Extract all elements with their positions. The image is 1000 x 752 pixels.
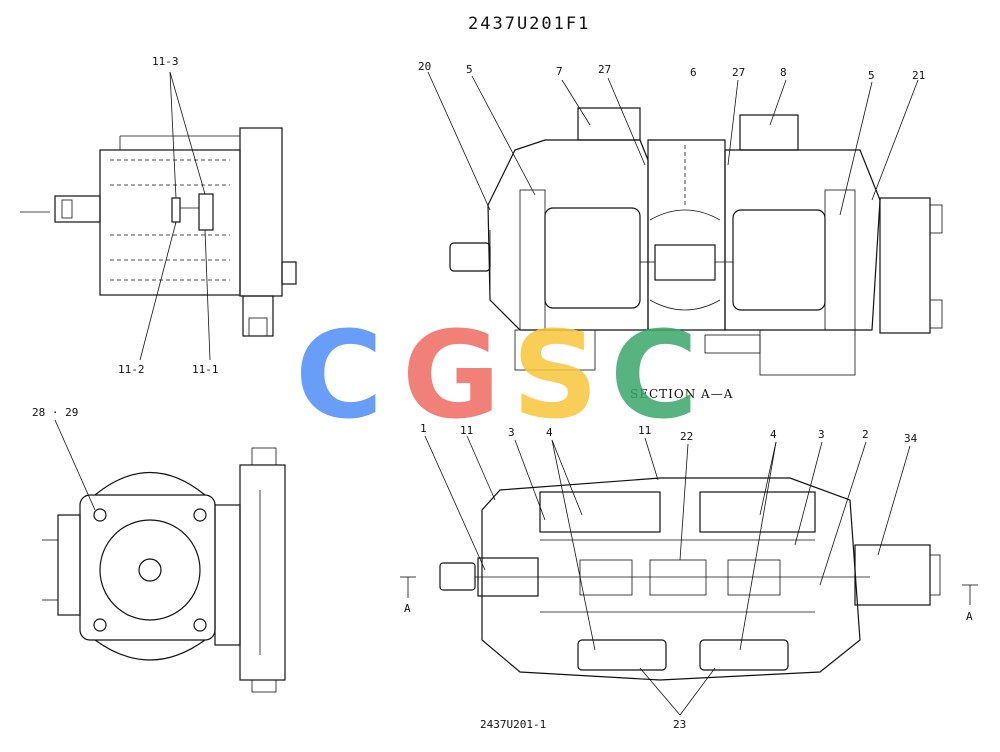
top-left-side-view: 11-3 11-2 11-1	[20, 55, 297, 376]
callout-5-right: 5	[868, 69, 875, 82]
callout-2: 2	[862, 428, 869, 441]
watermark-letter-c1: C	[295, 307, 383, 446]
callout-11-2: 11-2	[118, 363, 145, 376]
callout-7: 7	[556, 65, 563, 78]
callout-11-3: 11-3	[152, 55, 179, 68]
callout-11-right: 11	[638, 424, 651, 437]
callout-3-left: 3	[508, 426, 515, 439]
callout-27-left: 27	[598, 63, 611, 76]
callout-11-1: 11-1	[192, 363, 219, 376]
callout-4-left: 4	[546, 426, 553, 439]
callout-22: 22	[680, 430, 693, 443]
section-mark-a-left: A	[404, 602, 411, 615]
watermark-letter-c2: C	[610, 307, 698, 446]
drawing-title: 2437U201F1	[468, 14, 590, 34]
callout-5-left: 5	[466, 63, 473, 76]
bottom-caption: 2437U201-1	[480, 718, 546, 731]
callout-4-right: 4	[770, 428, 777, 441]
watermark-logo: C G S C	[295, 307, 698, 446]
section-mark-a-right: A	[966, 610, 973, 623]
callout-21: 21	[912, 69, 925, 82]
callout-3-right: 3	[818, 428, 825, 441]
callout-6: 6	[690, 66, 697, 79]
bottom-plan-view: A A 1 11 3 4 11 22 4 3 2 34 23 2437U201-…	[400, 422, 978, 731]
section-label: SECTION A—A	[630, 387, 733, 401]
callout-23: 23	[673, 718, 686, 731]
bottom-left-end-view: 28 · 29	[32, 406, 286, 693]
callout-11-left: 11	[460, 424, 473, 437]
callout-1: 1	[420, 422, 427, 435]
callout-34: 34	[904, 432, 918, 445]
watermark-letter-s: S	[512, 307, 598, 446]
callout-28-29: 28 · 29	[32, 406, 78, 419]
watermark-letter-g: G	[402, 307, 501, 446]
section-a-a-view: 20 5 7 27 6 27 8 5 21 SECTION A—A	[418, 60, 943, 401]
callout-20: 20	[418, 60, 431, 73]
callout-8: 8	[780, 66, 787, 79]
callout-27-right: 27	[732, 66, 745, 79]
